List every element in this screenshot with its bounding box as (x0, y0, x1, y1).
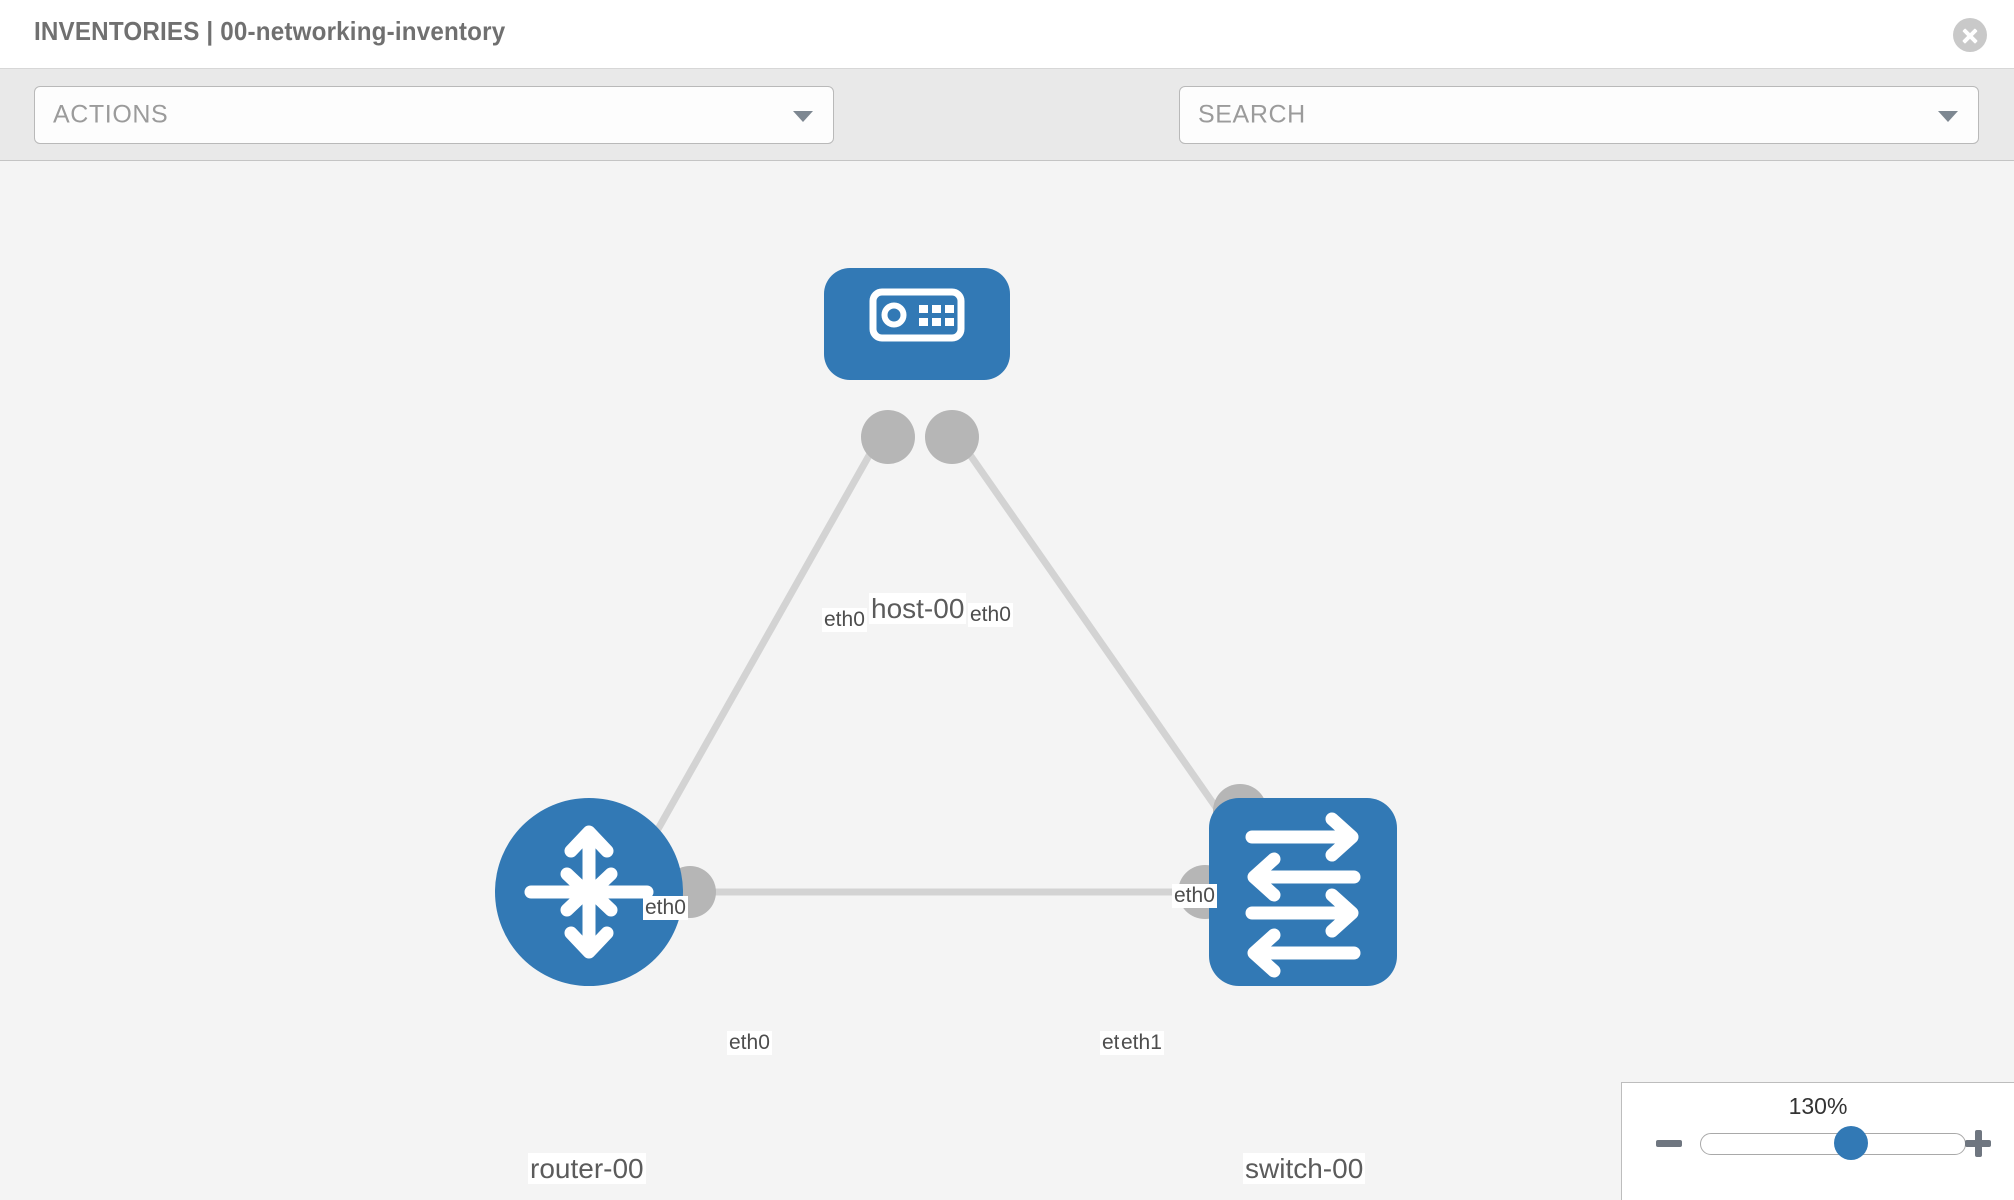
node-label-switch-00: switch-00 (1243, 1153, 1366, 1185)
router-arrows-icon (524, 825, 654, 959)
search-input[interactable]: SEARCH (1179, 86, 1979, 144)
page-header: INVENTORIES | 00-networking-inventory (0, 0, 2014, 69)
iface-label-host-left: eth0 (822, 608, 867, 633)
node-host-00[interactable] (824, 268, 1010, 380)
node-label-router-00: router-00 (528, 1153, 646, 1185)
search-placeholder: SEARCH (1198, 100, 1306, 129)
toolbar: ACTIONS SEARCH (0, 69, 2014, 194)
zoom-out-button[interactable] (1655, 1129, 1683, 1157)
iface-label-switch-left-b: eth1 (1119, 1031, 1164, 1056)
zoom-control-panel: 130% (1621, 1082, 2014, 1200)
node-switch-00[interactable] (1209, 798, 1397, 986)
close-icon[interactable] (1953, 18, 1987, 52)
topology-graph (495, 268, 1397, 986)
iface-label-router-up: eth0 (643, 896, 688, 921)
iface-label-router-right: eth0 (727, 1031, 772, 1056)
actions-dropdown[interactable]: ACTIONS (34, 86, 834, 144)
switch-arrows-icon (1245, 812, 1361, 978)
link-host-router (636, 427, 888, 863)
chevron-down-icon (793, 111, 813, 122)
topology-canvas[interactable]: eth0 eth0 host-00 eth0 eth0 eth0 eth eth… (0, 161, 2014, 1200)
zoom-in-button[interactable] (1964, 1129, 1992, 1157)
connector-host-right (925, 410, 979, 464)
node-router-00[interactable] (495, 798, 683, 986)
server-device-icon (869, 288, 965, 342)
node-label-host-00: host-00 (869, 593, 967, 625)
chevron-down-icon (1938, 111, 1958, 122)
iface-label-switch-up: eth0 (1172, 884, 1217, 909)
actions-dropdown-label: ACTIONS (53, 100, 169, 129)
zoom-slider-thumb[interactable] (1834, 1126, 1869, 1160)
page-title: INVENTORIES | 00-networking-inventory (34, 16, 506, 46)
connector-host-left (861, 410, 915, 464)
zoom-level-label: 130% (1788, 1093, 1848, 1119)
zoom-slider[interactable] (1700, 1126, 1966, 1160)
iface-label-host-right: eth0 (968, 603, 1013, 628)
link-host-switch (949, 426, 1248, 852)
